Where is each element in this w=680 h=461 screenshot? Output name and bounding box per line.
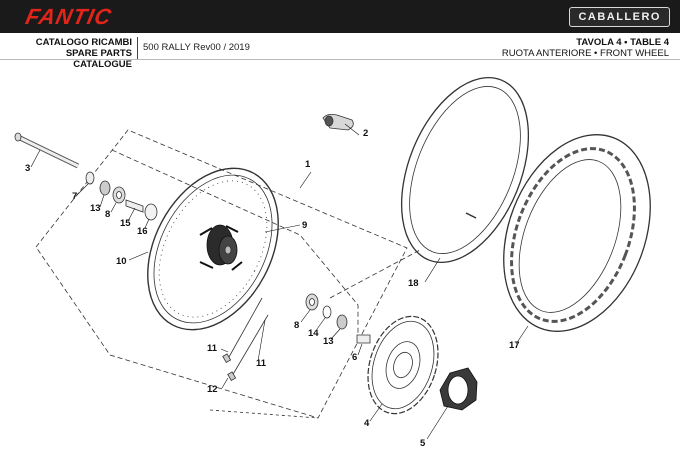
model-version: 500 RALLY Rev00 / 2019 — [143, 42, 250, 53]
callout-9: 9 — [302, 220, 308, 231]
spacer-16 — [144, 203, 158, 221]
circlip-14 — [322, 305, 332, 319]
callout-8-right: 8 — [294, 320, 300, 331]
table-title: RUOTA ANTERIORE • FRONT WHEEL — [501, 48, 669, 59]
callout-8-left: 8 — [105, 209, 111, 220]
rim-band-2 — [322, 114, 354, 131]
callout-1: 1 — [305, 159, 311, 170]
spacer-7 — [85, 171, 95, 185]
spoke-a — [228, 297, 263, 358]
callout-7: 7 — [72, 191, 78, 202]
disc-carrier — [439, 367, 478, 411]
callout-13-left: 13 — [90, 203, 101, 214]
callout-16: 16 — [137, 226, 148, 237]
hub — [199, 224, 243, 271]
callout-3: 3 — [25, 163, 31, 174]
callout-14: 14 — [308, 328, 319, 339]
header-separator — [137, 37, 138, 59]
inner-tube — [400, 76, 530, 264]
callout-10: 10 — [116, 256, 127, 267]
callout-18: 18 — [408, 278, 419, 289]
callout-17: 17 — [509, 340, 520, 351]
assembly-outline — [35, 129, 408, 419]
brake-disc — [367, 315, 439, 415]
callout-6: 6 — [352, 352, 358, 363]
callout-15: 15 — [120, 218, 131, 229]
model-badge: CABALLERO — [569, 7, 670, 27]
exploded-diagram — [14, 76, 651, 440]
spoke-b — [231, 314, 269, 377]
catalog-title-en: SPARE PARTS CATALOGUE — [65, 48, 132, 70]
top-bar: FANTIC CABALLERO — [0, 0, 680, 33]
table-label: TAVOLA 4 • TABLE 4 — [576, 37, 669, 48]
axle — [14, 132, 80, 169]
callout-2: 2 — [363, 128, 369, 139]
brand-logo: FANTIC — [23, 4, 115, 29]
spacer-6 — [356, 334, 371, 344]
spacer-15 — [125, 199, 144, 213]
nipple-a — [222, 353, 232, 364]
callout-5: 5 — [420, 438, 426, 449]
tyre — [503, 134, 651, 332]
rim — [147, 167, 279, 331]
catalog-title: CATALOGO RICAMBI SPARE PARTS CATALOGUE — [14, 37, 132, 70]
table-heading: TAVOLA 4 • TABLE 4 RUOTA ANTERIORE • FRO… — [502, 37, 669, 59]
callout-11-a: 11 — [207, 343, 218, 354]
callout-12: 12 — [207, 384, 218, 395]
seal-13-left — [99, 180, 111, 196]
nipple-b — [227, 371, 237, 382]
callout-11-b: 11 — [256, 358, 267, 369]
callout-4: 4 — [364, 418, 370, 429]
callout-13-right: 13 — [323, 336, 334, 347]
catalog-title-it: CATALOGO RICAMBI — [35, 37, 132, 48]
header-rule — [0, 59, 680, 60]
seal-13-right — [336, 314, 348, 330]
